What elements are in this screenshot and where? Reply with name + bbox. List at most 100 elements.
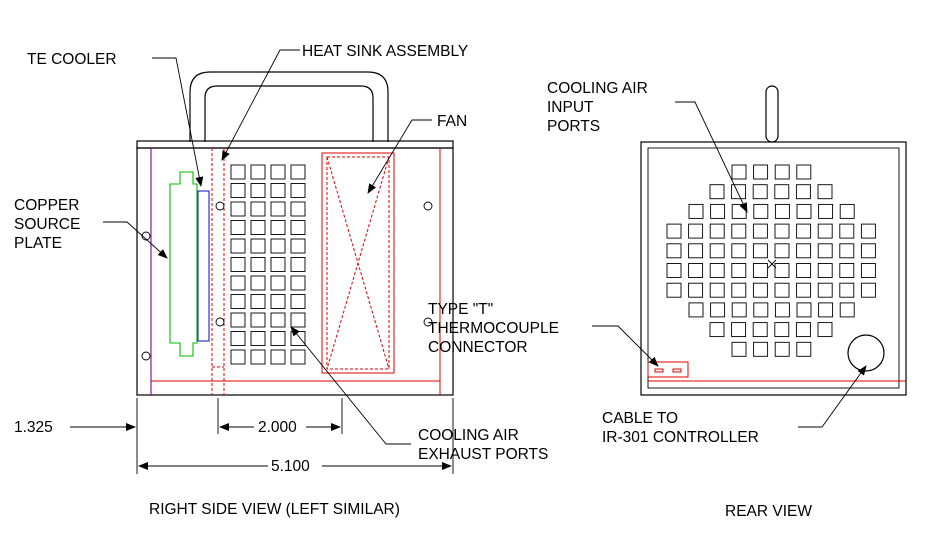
input-port — [796, 203, 812, 219]
exhaust-port — [250, 275, 266, 291]
exhaust-port — [230, 331, 246, 346]
exhaust-port — [230, 220, 246, 235]
label-cable-line-1: CABLE TO — [602, 410, 678, 427]
input-port — [752, 223, 768, 239]
dimension-lines — [70, 398, 454, 474]
carry-handle-inner — [204, 85, 374, 142]
input-port — [666, 263, 682, 278]
input-port — [818, 203, 834, 219]
exhaust-port — [270, 238, 286, 254]
input-port — [709, 322, 725, 338]
label-fan: FAN — [437, 113, 467, 130]
label-copper-line-3: PLATE — [14, 235, 62, 252]
input-port — [817, 322, 833, 338]
input-port — [774, 322, 790, 338]
exhaust-port — [270, 275, 286, 291]
input-port — [796, 164, 812, 180]
label-copper-line-1: COPPER — [14, 197, 79, 214]
input-port — [774, 223, 790, 239]
rear-inner-frame — [647, 147, 900, 389]
input-port — [839, 243, 855, 259]
input-port — [839, 263, 855, 278]
input-port — [731, 243, 747, 259]
copper-source-plate — [169, 171, 198, 357]
exhaust-port — [290, 294, 306, 309]
leader-exhaust — [290, 326, 411, 445]
label-heat-sink-assembly: HEAT SINK ASSEMBLY — [302, 43, 468, 60]
input-port — [796, 302, 812, 318]
exhaust-port — [270, 257, 286, 272]
exhaust-port — [230, 201, 246, 217]
exhaust-port — [250, 220, 266, 235]
input-port — [752, 184, 768, 200]
mount-hole — [423, 201, 433, 211]
exhaust-port — [290, 275, 306, 291]
rear-housing — [640, 141, 907, 396]
input-port — [839, 203, 855, 219]
input-port — [666, 223, 682, 239]
input-port — [666, 243, 682, 259]
exhaust-port — [270, 164, 286, 180]
input-port — [774, 302, 790, 318]
exhaust-port — [270, 349, 286, 365]
rear-view — [640, 85, 907, 396]
exhaust-port — [250, 257, 266, 272]
input-port — [839, 223, 855, 239]
antenna — [765, 85, 779, 143]
input-port-grid — [666, 164, 876, 357]
exhaust-port — [270, 331, 286, 346]
caption-right-side-view: RIGHT SIDE VIEW (LEFT SIMILAR) — [149, 501, 400, 518]
leader-te-cooler — [152, 57, 204, 187]
exhaust-port — [230, 349, 246, 365]
exhaust-port — [290, 257, 306, 272]
leader-heat-sink — [221, 49, 300, 161]
mount-hole — [215, 201, 225, 211]
dim-overall-height: 1.325 — [14, 419, 53, 436]
input-port — [731, 263, 747, 278]
input-port — [839, 302, 855, 318]
input-port — [795, 184, 811, 200]
input-port — [688, 282, 704, 298]
exhaust-port — [290, 238, 306, 254]
exhaust-port — [230, 164, 246, 180]
input-port — [796, 282, 812, 298]
center-mark — [767, 259, 777, 269]
input-port — [817, 184, 833, 200]
label-thermo-line-1: TYPE "T" — [428, 301, 493, 318]
exhaust-port — [230, 312, 246, 328]
thermocouple-connector — [647, 361, 689, 378]
exhaust-port — [230, 294, 246, 309]
dim-port-spacing: 2.000 — [258, 419, 297, 436]
exhaust-port — [230, 275, 246, 291]
input-port — [817, 263, 833, 278]
label-input-line-1: COOLING AIR — [547, 80, 648, 97]
exhaust-port — [270, 220, 286, 235]
input-port — [731, 341, 747, 357]
exhaust-port — [250, 201, 266, 217]
input-port — [796, 263, 812, 278]
input-port — [860, 263, 876, 278]
exhaust-port — [290, 312, 306, 328]
label-exhaust-line-1: COOLING AIR — [418, 427, 519, 444]
input-port — [688, 302, 704, 318]
exhaust-port — [230, 238, 246, 254]
label-cable-line-2: IR-301 CONTROLLER — [602, 429, 759, 446]
connector-pin — [672, 368, 682, 373]
leader-input — [675, 101, 748, 213]
input-port — [709, 243, 725, 259]
input-port — [753, 164, 769, 180]
label-thermo-line-3: CONNECTOR — [428, 339, 528, 356]
input-port — [817, 282, 833, 298]
exhaust-port — [230, 183, 246, 198]
input-port — [839, 282, 855, 298]
input-port — [796, 243, 812, 259]
input-port — [710, 203, 726, 219]
label-thermo-line-2: THERMOCOUPLE — [428, 320, 559, 337]
input-port — [752, 263, 768, 278]
input-port — [752, 282, 768, 298]
exhaust-port — [250, 164, 266, 180]
exhaust-port-grid — [230, 164, 306, 365]
label-te-cooler: TE COOLER — [27, 51, 117, 68]
input-port — [752, 322, 768, 338]
